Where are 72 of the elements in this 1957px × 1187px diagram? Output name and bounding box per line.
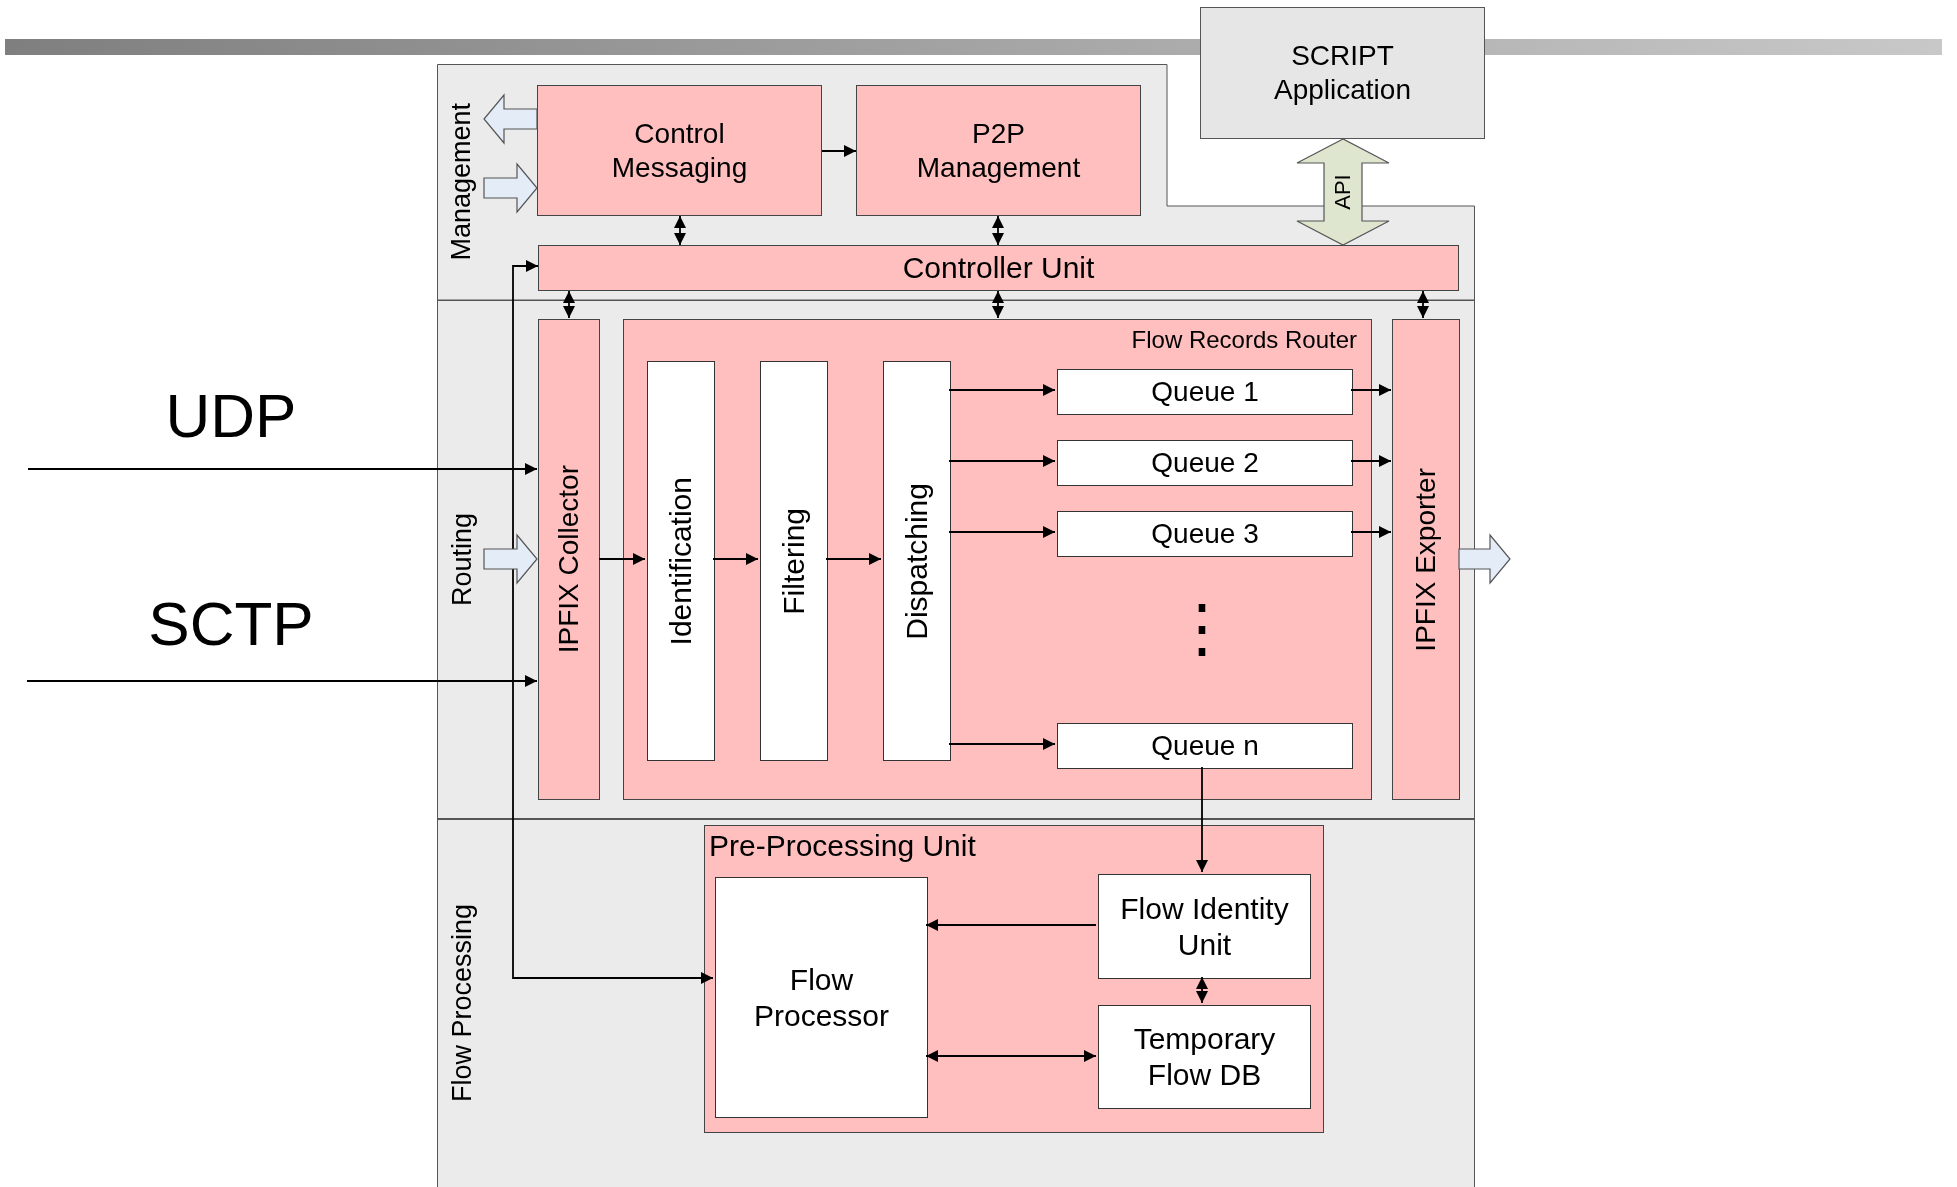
block-arrow	[483, 162, 538, 214]
arrow	[1196, 766, 1208, 873]
arrow	[992, 290, 1004, 319]
section-label: Routing	[446, 512, 478, 607]
arrow	[26, 675, 538, 687]
arrow	[1350, 384, 1392, 396]
process-box	[647, 361, 715, 761]
process-box	[537, 85, 822, 216]
unit-container	[704, 825, 1324, 1133]
arrow	[1196, 976, 1208, 1004]
arrow	[948, 526, 1056, 538]
process-box	[856, 85, 1141, 216]
arrow	[825, 553, 882, 565]
process-box	[883, 361, 951, 761]
arrow	[1350, 455, 1392, 467]
application-box	[1200, 7, 1485, 139]
process-box	[1098, 1005, 1311, 1109]
node-label: Controller Unit	[902, 250, 1095, 286]
arrow	[948, 455, 1056, 467]
process-box	[538, 245, 1459, 291]
arrow	[948, 738, 1056, 750]
node-label: Queue 2	[1151, 446, 1259, 480]
node-label: Flow Records Router	[1131, 326, 1357, 355]
arrow	[598, 553, 646, 565]
arrow	[948, 384, 1056, 396]
arrow	[992, 215, 1004, 246]
node-label: Flow Identity Unit	[1119, 890, 1290, 963]
process-box	[538, 319, 600, 800]
node-label: Filtering	[776, 507, 811, 615]
process-box	[1392, 319, 1460, 800]
arrow	[512, 260, 714, 984]
node-label: Queue 1	[1151, 375, 1259, 409]
node-label: Dispatching	[899, 482, 934, 640]
edge-label: SCTP	[148, 593, 314, 655]
arrow	[27, 463, 538, 475]
node-label: Queue 3	[1151, 517, 1259, 551]
arrow	[925, 919, 1097, 931]
arrow	[821, 145, 857, 157]
process-box	[1057, 723, 1353, 769]
arrow	[563, 290, 575, 319]
node-label: SCRIPT Application	[1273, 39, 1412, 107]
node-label: Queue n	[1151, 729, 1259, 763]
block-arrow	[483, 93, 538, 145]
process-box	[1098, 874, 1311, 979]
router-container	[623, 319, 1372, 800]
arrow	[1417, 290, 1429, 319]
section-label: Flow Processing	[446, 904, 478, 1103]
node-label: Flow Processor	[752, 961, 890, 1034]
arrow	[712, 553, 759, 565]
block-arrow	[1458, 533, 1511, 585]
node-label: Pre-Processing Unit	[709, 828, 976, 864]
process-box	[1057, 440, 1353, 486]
arrow	[674, 215, 686, 246]
edge-label: UDP	[165, 385, 297, 447]
arrow	[1350, 526, 1392, 538]
process-box	[1057, 369, 1353, 415]
block-arrow	[483, 533, 538, 585]
ellipsis-mark: ⋮	[1170, 596, 1234, 660]
process-box	[1057, 511, 1353, 557]
node-label: P2P Management	[915, 116, 1082, 185]
node-label: Temporary Flow DB	[1132, 1021, 1277, 1093]
process-box	[760, 361, 828, 761]
section-label: Management	[445, 103, 477, 261]
node-label: Control Messaging	[610, 116, 749, 185]
edge-label: API	[1332, 174, 1354, 210]
arrow	[925, 1050, 1097, 1062]
block-arrow	[1296, 138, 1390, 246]
node-label: Identification	[663, 476, 698, 646]
process-box	[715, 877, 928, 1118]
section-band	[437, 819, 1475, 1187]
node-label: IPFIX Exporter	[1409, 467, 1443, 652]
node-label: IPFIX Collector	[552, 465, 586, 654]
